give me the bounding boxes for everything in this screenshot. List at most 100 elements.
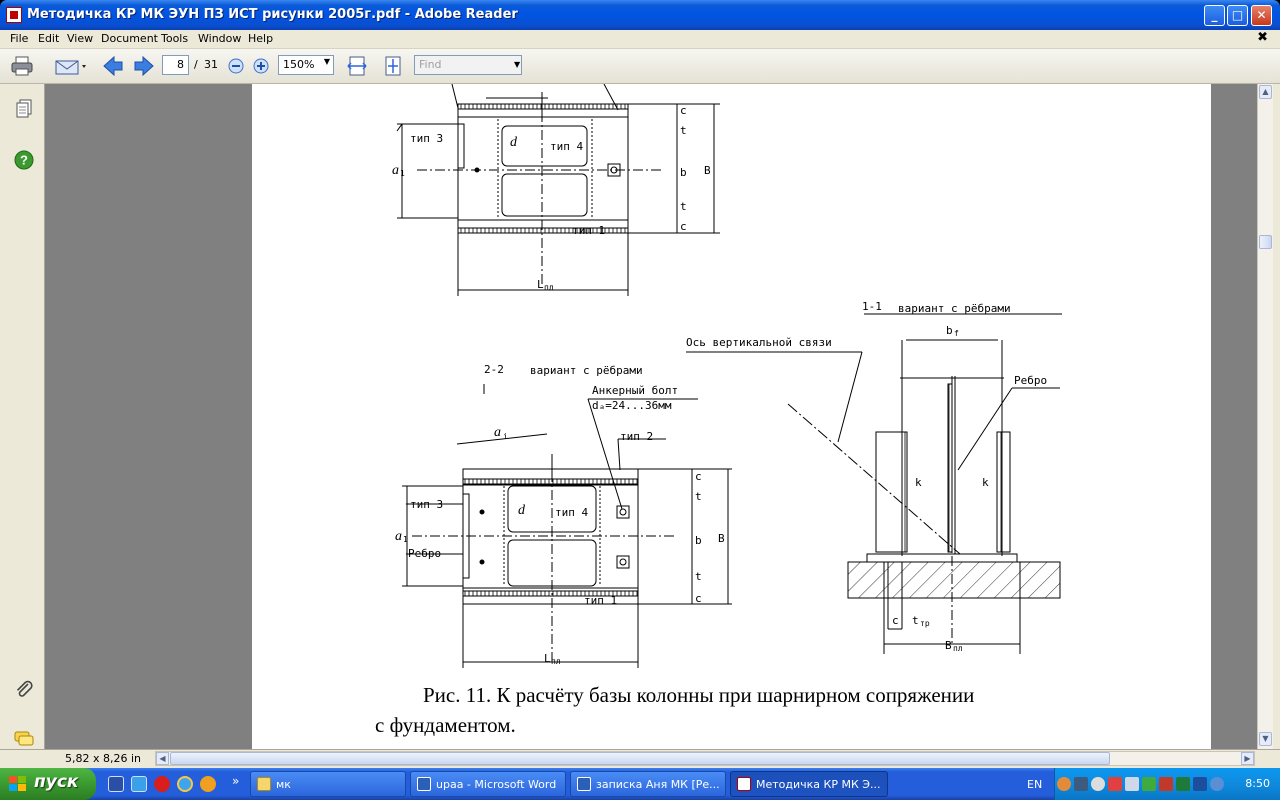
scroll-down-button[interactable]: ▼ [1259, 732, 1272, 746]
menu-help[interactable]: Help [248, 32, 274, 45]
label-variant-11: вариант с рёбрами [898, 302, 1011, 315]
label-type4-top: тип 4 [550, 140, 583, 153]
scroll-left-button[interactable]: ◀ [156, 752, 169, 765]
task-button-folder[interactable]: мк [250, 771, 406, 797]
fit-page-icon[interactable] [382, 55, 404, 77]
ie-quicklaunch-icon[interactable] [177, 776, 193, 792]
page-size-label: 5,82 x 8,26 in [65, 752, 142, 765]
signal-icon[interactable] [1142, 777, 1156, 791]
figure-caption-line2: с фундаментом. [375, 713, 516, 737]
task-label: upaa - Microsoft Word [436, 778, 557, 791]
task-label: записка Аня МК [Ре... [596, 778, 720, 791]
label-bf-sub-11: f [954, 329, 959, 338]
tray-app-icon[interactable] [1091, 777, 1105, 791]
email-icon[interactable] [54, 55, 90, 77]
zoom-out-icon[interactable] [228, 55, 244, 77]
label-ttr-11: t [912, 614, 919, 627]
maximize-button[interactable]: □ [1227, 5, 1248, 26]
label-B-11: B [945, 639, 952, 652]
zoom-value: 150% [283, 58, 315, 71]
system-tray: EN 8:50 [1027, 768, 1280, 800]
chevron-down-icon[interactable]: ▼ [514, 60, 521, 69]
label-ttr-top-1: t [680, 124, 687, 137]
label-rib-22: Ребро [408, 547, 441, 560]
start-label: пуск [34, 772, 79, 792]
volume-icon[interactable] [1210, 777, 1224, 791]
svg-text:?: ? [20, 153, 28, 168]
label-c-top-1: c [680, 104, 687, 117]
taskbar: пуск » мк upaa - Microsoft Word записка … [0, 768, 1280, 800]
label-a1-22: a [395, 529, 402, 544]
help-icon[interactable]: ? [14, 150, 34, 170]
menu-window[interactable]: Window [198, 32, 242, 45]
navigation-sidebar: ? [0, 84, 45, 749]
start-button[interactable]: пуск [0, 768, 96, 800]
horizontal-scroll-thumb[interactable] [170, 752, 1110, 765]
prev-page-icon[interactable] [101, 55, 125, 77]
page-number-input[interactable]: 8 [162, 55, 189, 75]
language-indicator[interactable]: EN [1027, 778, 1043, 791]
document-viewport[interactable]: тип 3 тип 4 тип 1 a 1 d c c t t b B L пл [45, 84, 1257, 749]
label-variant-22: вариант с рёбрами [530, 364, 643, 377]
menu-view[interactable]: View [67, 32, 94, 45]
find-input[interactable]: Find [414, 55, 522, 75]
label-type3-22: тип 3 [410, 498, 443, 511]
desktop-quicklaunch-icon[interactable] [131, 776, 147, 792]
quicklaunch-expand-icon[interactable]: » [232, 774, 240, 788]
task-button-adobe-reader[interactable]: Методичка КР МК Э... [730, 771, 888, 797]
task-label: мк [276, 778, 291, 791]
label-B-top: B [704, 164, 711, 177]
opera-quicklaunch-icon[interactable] [154, 776, 170, 792]
vertical-scroll-thumb[interactable] [1259, 235, 1272, 249]
section-2-2 [402, 384, 732, 668]
label-type1-top: тип 1 [572, 224, 605, 237]
flag-icon[interactable] [1125, 777, 1139, 791]
attachment-icon[interactable] [14, 680, 34, 700]
print-icon[interactable] [10, 55, 34, 77]
task-button-word-upaa[interactable]: upaa - Microsoft Word [410, 771, 566, 797]
zoom-select[interactable]: 150% ▼ [278, 55, 334, 75]
minimize-button[interactable]: _ [1204, 5, 1225, 26]
label-a1-sub-22: 1 [403, 535, 408, 544]
scroll-right-button[interactable]: ▶ [1241, 752, 1254, 765]
media-player-quicklaunch-icon[interactable] [200, 776, 216, 792]
menu-document[interactable]: Document [101, 32, 158, 45]
task-label: Методичка КР МК Э... [756, 778, 881, 791]
toolbar: 8 / 31 150% ▼ Find ▼ [0, 49, 1280, 84]
label-L-top: L [537, 278, 544, 291]
menu-tools[interactable]: Tools [161, 32, 189, 45]
comments-icon[interactable] [14, 729, 34, 749]
label-ttr-sub-11: тр [920, 619, 930, 628]
next-page-icon[interactable] [132, 55, 156, 77]
horizontal-scrollbar[interactable]: ◀ ▶ [155, 751, 1255, 766]
label-a1-sub-top: 1 [400, 169, 405, 178]
document-close-button[interactable]: ✖ [1257, 30, 1268, 45]
plan-view-top [396, 84, 720, 296]
save-quicklaunch-icon[interactable] [108, 776, 124, 792]
fit-width-icon[interactable] [346, 55, 368, 77]
label-type4-22: тип 4 [555, 506, 588, 519]
menu-file[interactable]: File [10, 32, 29, 45]
task-button-word-zapiska[interactable]: записка Аня МК [Ре... [570, 771, 726, 797]
windows-logo-icon [9, 776, 26, 791]
vertical-scrollbar[interactable]: ▲ ▼ [1257, 84, 1273, 749]
tray-hide-icon[interactable] [1057, 777, 1071, 791]
close-button[interactable]: ✕ [1251, 5, 1272, 26]
network-icon[interactable] [1074, 777, 1088, 791]
tray-green-icon[interactable] [1176, 777, 1190, 791]
menu-edit[interactable]: Edit [38, 32, 60, 45]
label-d-22: d [518, 503, 526, 518]
label-B-22: B [718, 532, 725, 545]
antivirus-icon[interactable] [1108, 777, 1122, 791]
tray-red-icon[interactable] [1159, 777, 1173, 791]
title-bar[interactable]: Методичка КР МК ЭУН ПЗ ИСТ рисунки 2005г… [0, 0, 1280, 30]
pages-icon[interactable] [14, 99, 34, 119]
scroll-up-button[interactable]: ▲ [1259, 85, 1272, 99]
tray-blue-icon[interactable] [1193, 777, 1207, 791]
window-title: Методичка КР МК ЭУН ПЗ ИСТ рисунки 2005г… [27, 7, 518, 22]
label-c-top-2: c [680, 220, 687, 233]
zoom-in-icon[interactable] [253, 55, 269, 77]
label-L-sub-top: пл [544, 283, 554, 292]
label-bf-22: b [695, 534, 702, 547]
section-1-1 [686, 313, 1062, 654]
